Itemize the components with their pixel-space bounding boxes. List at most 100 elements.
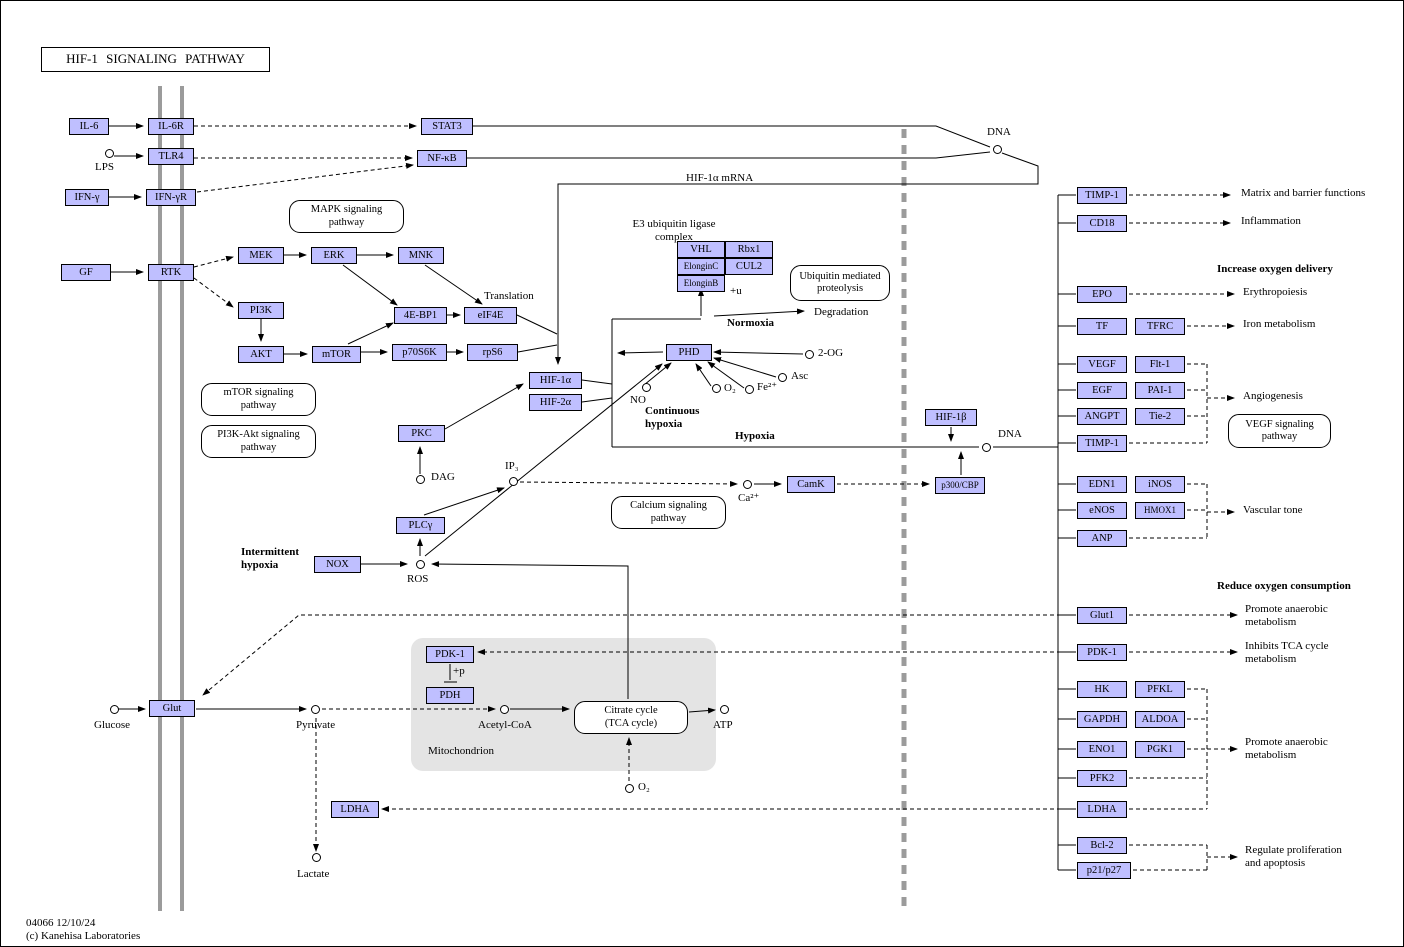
compound-o2[interactable] (712, 384, 721, 393)
node-tf[interactable]: TF (1077, 318, 1127, 335)
node-hmox1[interactable]: HMOX1 (1135, 502, 1185, 519)
node-plcg[interactable]: PLCγ (396, 517, 445, 534)
node-camk[interactable]: CamK (787, 476, 835, 493)
compound-dag[interactable] (416, 475, 425, 484)
page-title: HIF-1 SIGNALING PATHWAY (41, 47, 270, 72)
compound-fe[interactable] (745, 385, 754, 394)
compound-atp[interactable] (720, 705, 729, 714)
node-p300cbp[interactable]: p300/CBP (935, 477, 985, 494)
compound-acetylcoa[interactable] (500, 705, 509, 714)
node-glut[interactable]: Glut (149, 700, 195, 717)
compound-label-ros: ROS (407, 573, 429, 585)
node-elonginb[interactable]: ElonginB (677, 275, 725, 292)
node-bcl2[interactable]: Bcl-2 (1077, 837, 1127, 854)
pathway-box-ubiquitin[interactable]: Ubiquitin mediated proteolysis (790, 265, 890, 301)
node-rtk[interactable]: RTK (148, 264, 194, 281)
node-angpt[interactable]: ANGPT (1077, 408, 1127, 425)
function-label-promote-anaerobic-2: Promote anaerobic metabolism (1245, 736, 1328, 761)
node-pdh[interactable]: PDH (426, 687, 474, 704)
node-mtor[interactable]: mTOR (312, 346, 361, 363)
compound-ca[interactable] (743, 480, 752, 489)
compound-label-dag: DAG (431, 471, 455, 483)
node-pi3k[interactable]: PI3K (238, 302, 284, 319)
node-phd[interactable]: PHD (666, 344, 712, 361)
node-flt1[interactable]: Flt-1 (1135, 356, 1185, 373)
node-glut1[interactable]: Glut1 (1077, 607, 1127, 624)
node-hif1a[interactable]: HIF-1α (529, 372, 582, 389)
pathway-box-mapk[interactable]: MAPK signaling pathway (289, 200, 404, 233)
compound-o2-mito[interactable] (625, 784, 634, 793)
node-vegf[interactable]: VEGF (1077, 356, 1127, 373)
compound-label-ip3: IP₃ (505, 460, 519, 472)
compound-lps[interactable] (105, 149, 114, 158)
node-timp1b[interactable]: TIMP-1 (1077, 435, 1127, 452)
node-tlr4[interactable]: TLR4 (148, 148, 194, 165)
node-pdk1[interactable]: PDK-1 (1077, 644, 1127, 661)
node-nox[interactable]: NOX (314, 556, 361, 573)
node-akt[interactable]: AKT (238, 346, 284, 363)
compound-asc[interactable] (778, 373, 787, 382)
compound-glucose[interactable] (110, 705, 119, 714)
node-tfrc[interactable]: TFRC (1135, 318, 1185, 335)
label-hypoxia: Hypoxia (735, 430, 775, 442)
node-mnk[interactable]: MNK (398, 247, 444, 264)
node-timp1[interactable]: TIMP-1 (1077, 187, 1127, 204)
pathway-box-calcium[interactable]: Calcium signaling pathway (611, 496, 726, 529)
compound-pyruvate[interactable] (311, 705, 320, 714)
node-egf[interactable]: EGF (1077, 382, 1127, 399)
node-mek[interactable]: MEK (238, 247, 284, 264)
node-rps6[interactable]: rpS6 (467, 344, 518, 361)
compound-ip3[interactable] (509, 477, 518, 486)
compound-label-o2: O₂ (724, 382, 736, 394)
node-gf[interactable]: GF (61, 264, 111, 281)
pathway-box-mtor[interactable]: mTOR signaling pathway (201, 383, 316, 416)
node-ifng[interactable]: IFN-γ (65, 189, 109, 206)
node-ifngr[interactable]: IFN-γR (146, 189, 196, 206)
pathway-box-pi3k-akt[interactable]: PI3K-Akt signaling pathway (201, 425, 316, 458)
node-ldha[interactable]: LDHA (1077, 801, 1127, 818)
node-p70s6k[interactable]: p70S6K (392, 344, 447, 361)
node-gapdh[interactable]: GAPDH (1077, 711, 1127, 728)
node-erk[interactable]: ERK (311, 247, 357, 264)
pathway-box-tca[interactable]: Citrate cycle (TCA cycle) (574, 701, 688, 734)
node-eno1[interactable]: ENO1 (1077, 741, 1127, 758)
compound-lactate[interactable] (312, 853, 321, 862)
node-pfk2[interactable]: PFK2 (1077, 770, 1127, 787)
node-eif4e[interactable]: eIF4E (464, 307, 517, 324)
node-4ebp1[interactable]: 4E-BP1 (394, 307, 447, 324)
node-ldha-cyto[interactable]: LDHA (331, 801, 379, 818)
label-continuous-hypoxia: Continuous hypoxia (645, 405, 700, 430)
node-epo[interactable]: EPO (1077, 286, 1127, 303)
node-pai1[interactable]: PAI-1 (1135, 382, 1185, 399)
node-cd18[interactable]: CD18 (1077, 215, 1127, 232)
node-pfkl[interactable]: PFKL (1135, 681, 1185, 698)
node-inos[interactable]: iNOS (1135, 476, 1185, 493)
compound-no[interactable] (642, 383, 651, 392)
node-edn1[interactable]: EDN1 (1077, 476, 1127, 493)
node-hif2a[interactable]: HIF-2α (529, 394, 582, 411)
node-tie2[interactable]: Tie-2 (1135, 408, 1185, 425)
compound-label-lactate: Lactate (297, 868, 330, 880)
node-hk[interactable]: HK (1077, 681, 1127, 698)
node-pgk1[interactable]: PGK1 (1135, 741, 1185, 758)
node-enos[interactable]: eNOS (1077, 502, 1127, 519)
compound-ros[interactable] (416, 560, 425, 569)
node-anp[interactable]: ANP (1077, 530, 1127, 547)
node-il6[interactable]: IL-6 (69, 118, 109, 135)
node-pkc[interactable]: PKC (398, 425, 445, 442)
pathway-box-vegf[interactable]: VEGF signaling pathway (1228, 414, 1331, 448)
node-elonginc[interactable]: ElonginC (677, 258, 725, 275)
node-pdk1-mito[interactable]: PDK-1 (426, 646, 474, 663)
compound-label-asc: Asc (791, 370, 809, 382)
node-rbx1[interactable]: Rbx1 (725, 241, 773, 258)
compound-label-glucose: Glucose (94, 719, 131, 731)
node-vhl[interactable]: VHL (677, 241, 725, 258)
node-hif1b[interactable]: HIF-1β (925, 409, 977, 426)
node-il6r[interactable]: IL-6R (148, 118, 194, 135)
node-aldoa[interactable]: ALDOA (1135, 711, 1185, 728)
node-nfkb[interactable]: NF-κB (417, 150, 467, 167)
compound-2og[interactable] (805, 350, 814, 359)
node-stat3[interactable]: STAT3 (421, 118, 473, 135)
node-p21p27[interactable]: p21/p27 (1077, 862, 1131, 879)
node-cul2[interactable]: CUL2 (725, 258, 773, 275)
